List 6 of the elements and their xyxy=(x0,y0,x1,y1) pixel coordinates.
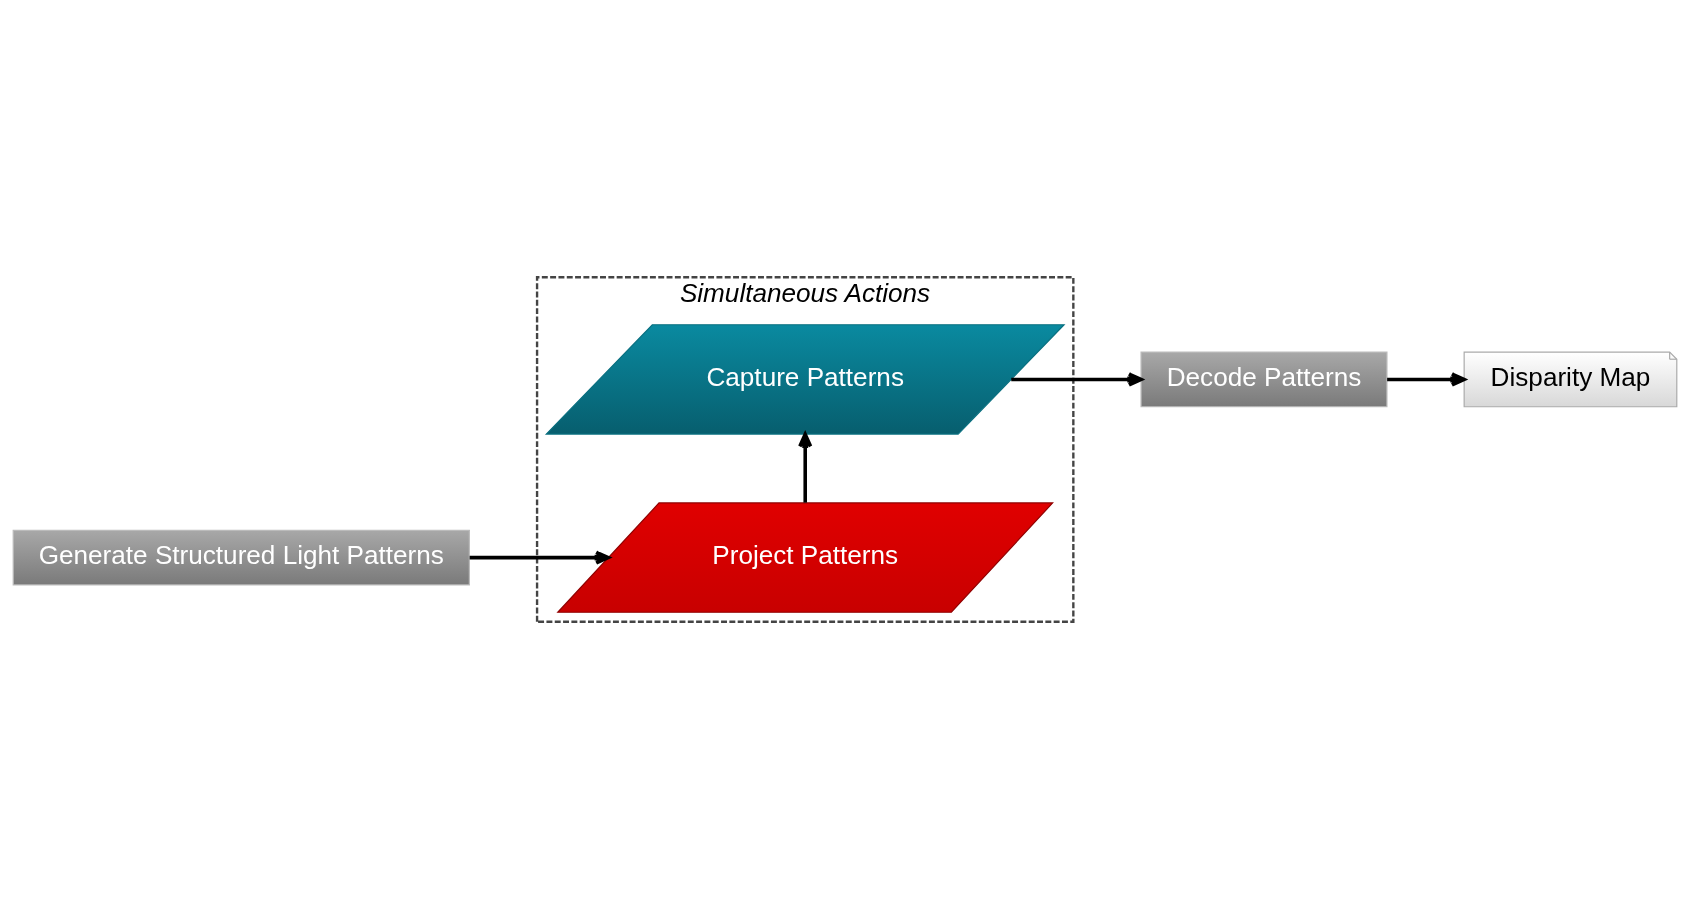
arrow xyxy=(1011,371,1143,387)
node-box: Generate Structured Light Patterns xyxy=(12,529,470,585)
arrow xyxy=(1387,371,1466,387)
arrow xyxy=(798,432,813,503)
arrow xyxy=(469,549,611,565)
node-box: Decode Patterns xyxy=(1140,351,1388,407)
